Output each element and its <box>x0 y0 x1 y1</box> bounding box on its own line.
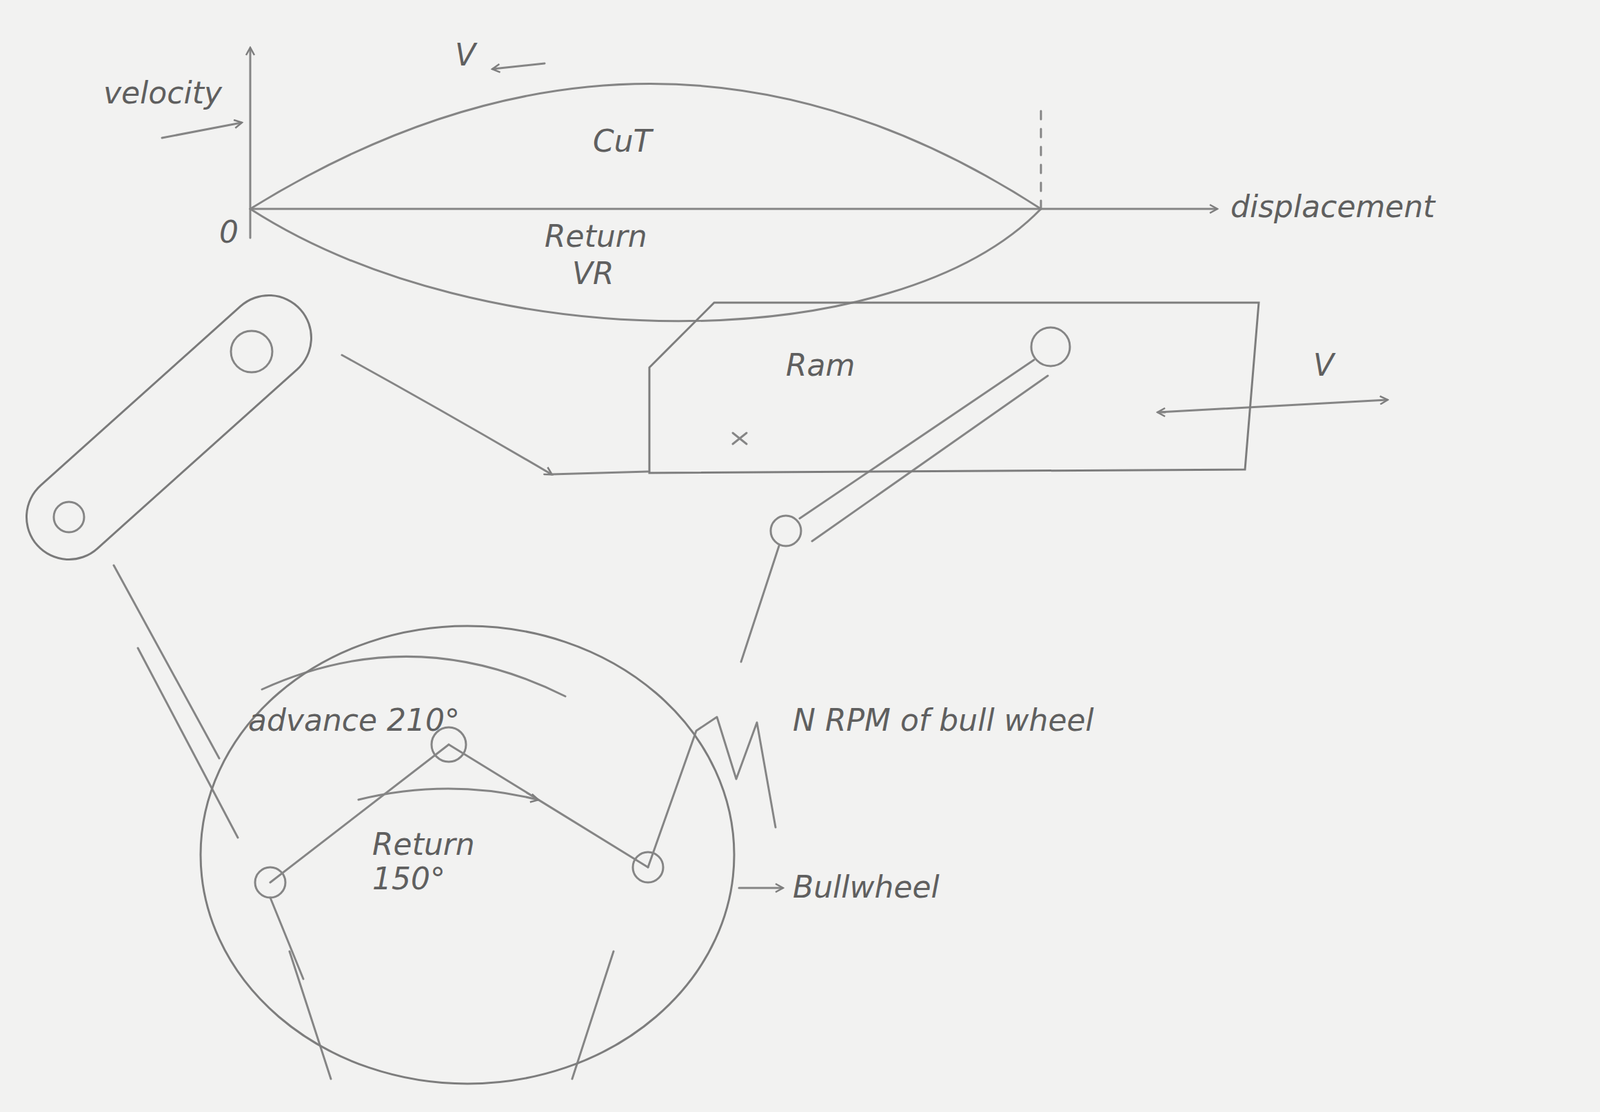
ram-outline <box>647 301 1261 475</box>
rocker-arm-fill <box>68 337 269 518</box>
outline <box>200 625 735 1084</box>
link-line <box>137 647 238 838</box>
connecting-rod <box>799 359 1035 519</box>
sketch-label: displacement <box>1230 189 1436 225</box>
zigzag-arrow <box>647 716 776 868</box>
sketch-label: Bullwheel <box>792 869 940 905</box>
radial-line <box>270 897 304 979</box>
rocker-arm <box>68 337 269 518</box>
advance-arc <box>261 656 566 697</box>
return-arc <box>358 788 538 800</box>
leader-arrow <box>738 887 783 890</box>
sketch-label: Return <box>544 219 648 254</box>
ram-block: Ram <box>647 301 1261 475</box>
sketch-label: V <box>454 37 476 73</box>
node-label: Return 150° <box>372 827 511 897</box>
sketch-label: V <box>1313 348 1334 383</box>
sketch-label: velocity <box>103 75 222 111</box>
leader-arrow <box>161 122 242 138</box>
radial-line <box>289 951 331 1079</box>
return-stroke-curve <box>250 208 1041 322</box>
node-label: advance 210° <box>248 703 460 738</box>
connecting-rod <box>812 375 1048 542</box>
ram-pin <box>1031 327 1070 367</box>
crank-pin <box>632 852 664 883</box>
sketch-label: N RPM of bull wheel <box>792 703 1095 738</box>
link-arrow <box>341 355 552 475</box>
dashed-line <box>1040 110 1043 209</box>
mark <box>732 432 747 444</box>
bull-wheel: advance 210° Return 150° <box>198 623 737 1086</box>
pivot-hole <box>53 501 85 533</box>
outline <box>649 302 1259 473</box>
link-line <box>551 471 648 475</box>
crank-pin <box>255 867 286 898</box>
link-line <box>113 565 220 759</box>
direction-arrow <box>492 63 545 69</box>
direction-arrow <box>1158 399 1387 413</box>
sketch-label: CuT <box>592 124 653 159</box>
cut-stroke-curve <box>250 84 1041 210</box>
sketch-label: VR <box>572 256 615 291</box>
pivot-hole <box>770 515 802 546</box>
displacement-axis <box>250 208 1217 211</box>
radial-line <box>572 951 614 1079</box>
node-label: Ram <box>785 348 855 383</box>
sketch-label: 0 <box>219 215 239 250</box>
connecting-rod <box>741 545 779 662</box>
crank-line <box>448 744 648 868</box>
pivot-hole <box>230 330 273 373</box>
